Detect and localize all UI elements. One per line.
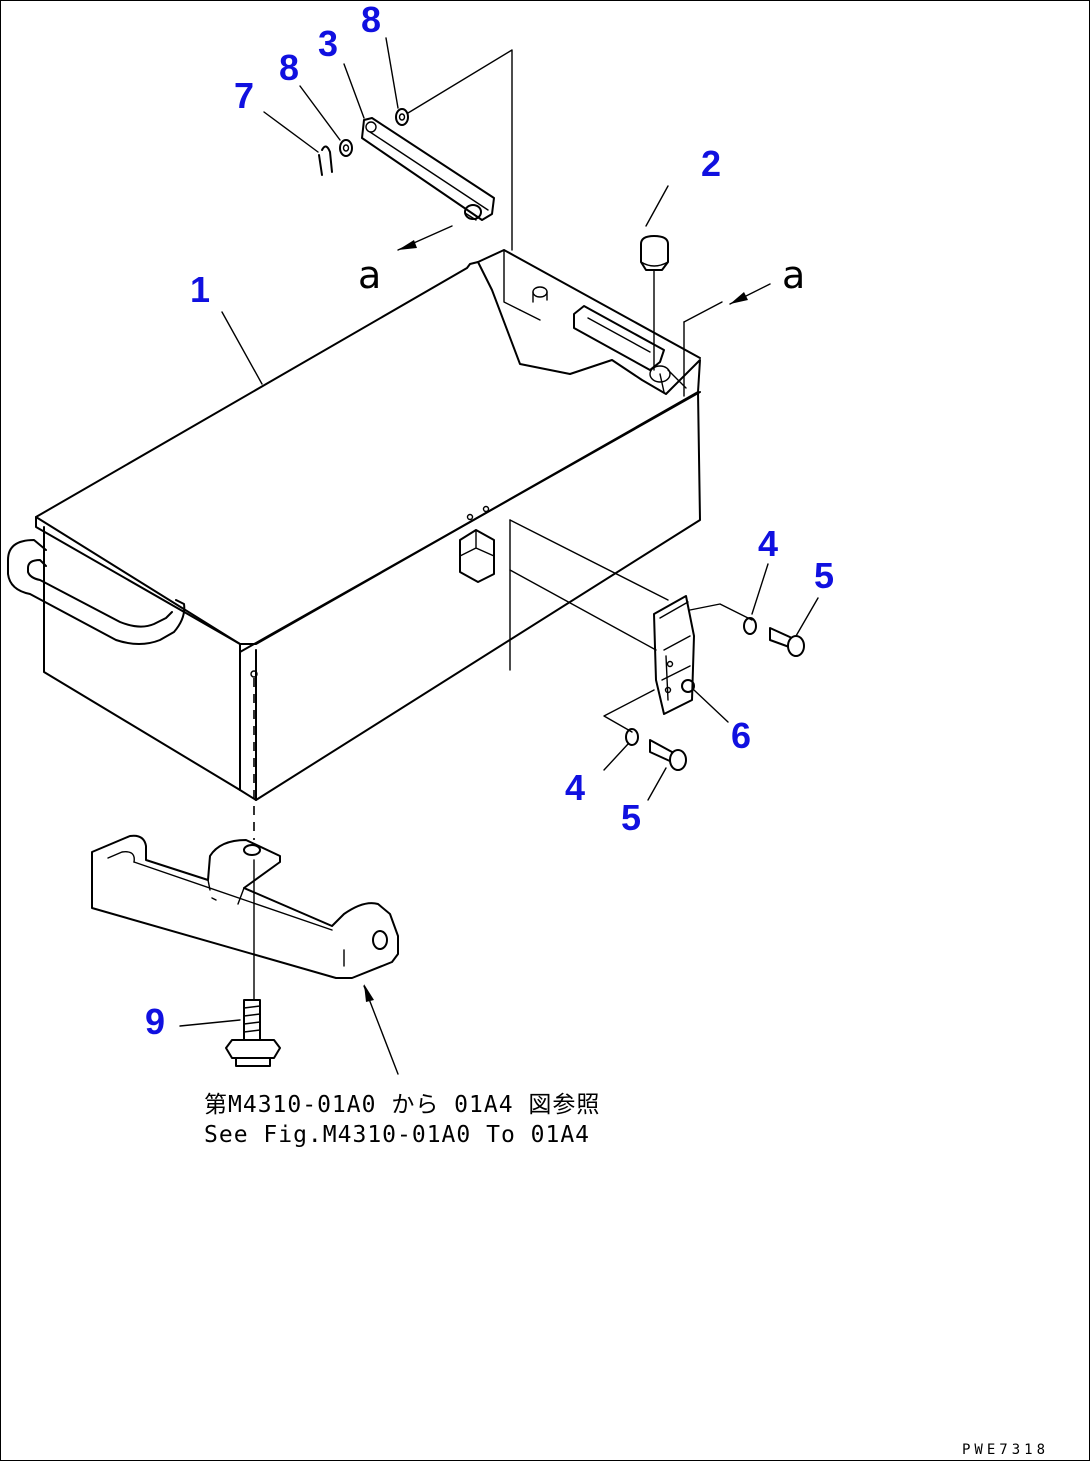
drawing-code: PWE7318 xyxy=(962,1442,1049,1458)
callout-8-right: 8 xyxy=(361,0,381,40)
bolt-part-9 xyxy=(225,999,281,1067)
toolbox-handle xyxy=(7,539,186,645)
latch-keeper xyxy=(459,519,669,651)
washer-part-8-left xyxy=(339,139,353,157)
view-arrow-right xyxy=(683,283,771,323)
view-label-a-left: a xyxy=(358,253,381,297)
bolt-part-5-lower xyxy=(649,739,687,771)
washer-part-4-lower xyxy=(625,728,639,746)
callout-7: 7 xyxy=(234,75,254,116)
callout-1: 1 xyxy=(190,269,210,310)
callout-6: 6 xyxy=(731,715,751,756)
assembly-line-lower-bolt xyxy=(603,689,655,733)
callout-9: 9 xyxy=(145,1001,165,1042)
washer-part-4-upper xyxy=(743,617,757,635)
latch-part-6 xyxy=(653,595,695,715)
callout-4-upper: 4 xyxy=(758,523,778,564)
callout-3: 3 xyxy=(318,23,338,64)
reference-note-japanese: 第M4310-01A0 から 01A4 図参照 xyxy=(204,1092,600,1118)
callout-8-left: 8 xyxy=(279,47,299,88)
toolbox-part-1 xyxy=(35,249,701,801)
assembly-line-upper-bolt xyxy=(689,603,753,621)
assembly-line-top xyxy=(407,49,513,251)
reference-arrow xyxy=(363,984,399,1075)
view-arrow-left xyxy=(397,225,453,251)
view-label-a-right: a xyxy=(782,253,805,297)
callout-4-lower: 4 xyxy=(565,767,585,808)
callout-2: 2 xyxy=(701,143,721,184)
reference-note-english: See Fig.M4310-01A0 To 01A4 xyxy=(204,1122,590,1148)
callout-5-lower: 5 xyxy=(621,797,641,838)
leader-lines xyxy=(179,37,819,1027)
bolt-part-5-upper xyxy=(769,627,805,657)
callout-5-upper: 5 xyxy=(814,555,834,596)
washer-part-8-right xyxy=(395,108,409,126)
pin-part-7 xyxy=(318,145,333,176)
step-bracket xyxy=(91,834,399,979)
cap-part-2 xyxy=(640,235,669,371)
bracket-part-3 xyxy=(361,117,495,221)
